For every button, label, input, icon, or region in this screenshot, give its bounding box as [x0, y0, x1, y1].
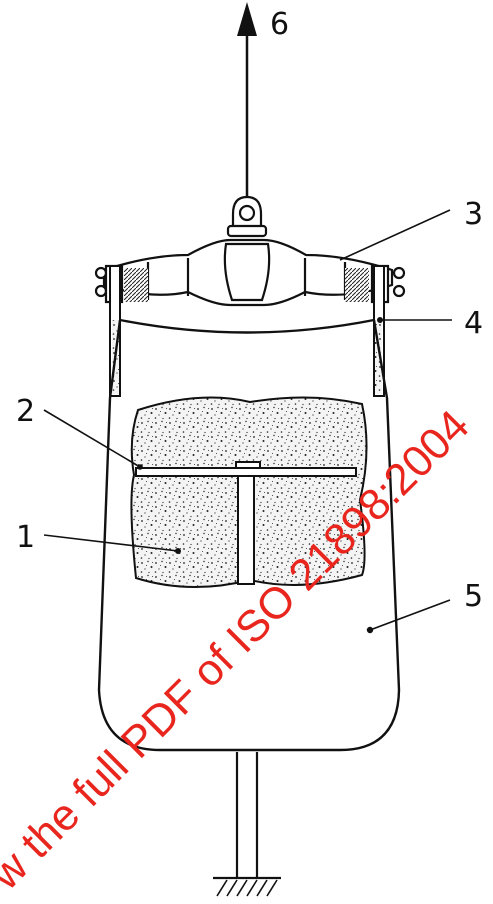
callout-5: 5	[464, 579, 483, 614]
lifting-arrow	[237, 2, 257, 198]
callout-3: 3	[464, 197, 483, 232]
anchor-rod	[213, 752, 281, 880]
test-specimen	[130, 396, 368, 589]
lifting-eye	[226, 195, 268, 238]
bag	[97, 318, 401, 752]
callout-2: 2	[16, 394, 35, 429]
yoke	[94, 238, 406, 307]
callout-4: 4	[464, 306, 483, 341]
callout-6: 6	[270, 7, 289, 42]
ground-hatch	[216, 879, 278, 897]
plate	[135, 461, 357, 477]
callout-1: 1	[16, 520, 35, 555]
leader-lines	[43, 209, 452, 634]
